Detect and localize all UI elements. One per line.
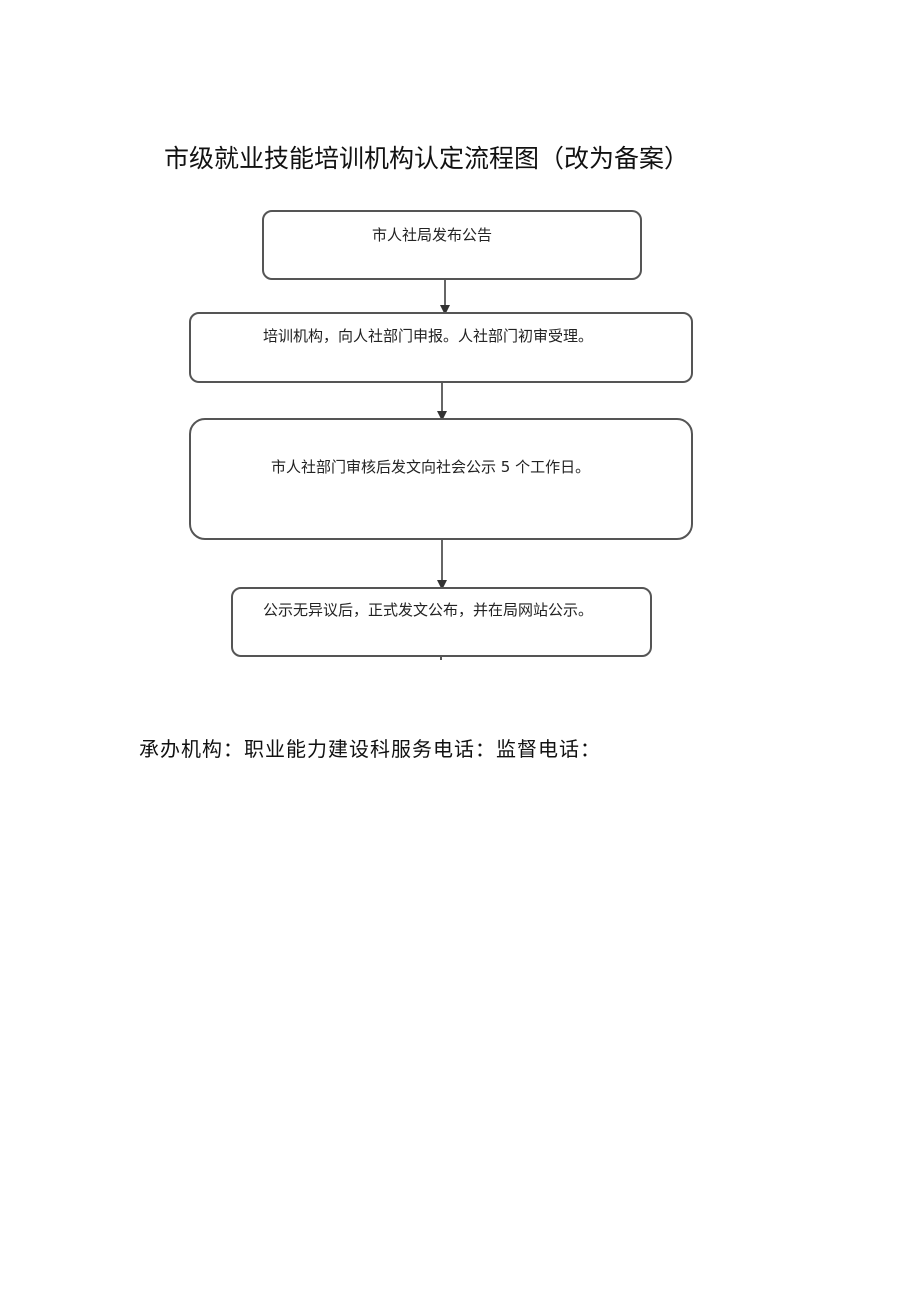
flow-step-4: 公示无异议后，正式发文公布，并在局网站公示。 <box>231 587 652 657</box>
contact-footer: 承办机构：职业能力建设科服务电话：监督电话： <box>139 737 601 761</box>
document-title: 市级就业技能培训机构认定流程图（改为备案） <box>164 144 690 173</box>
flow-step-2: 培训机构，向人社部门申报。人社部门初审受理。 <box>189 312 693 383</box>
flow-step-1: 市人社局发布公告 <box>262 210 642 280</box>
flow-step-3-label: 市人社部门审核后发文向社会公示 5 个工作日。 <box>271 458 591 476</box>
flow-step-2-label: 培训机构，向人社部门申报。人社部门初审受理。 <box>263 327 594 345</box>
flow-step-3: 市人社部门审核后发文向社会公示 5 个工作日。 <box>189 418 693 540</box>
flow-step-1-label: 市人社局发布公告 <box>372 226 493 244</box>
flow-step-4-label: 公示无异议后，正式发文公布，并在局网站公示。 <box>263 601 594 619</box>
